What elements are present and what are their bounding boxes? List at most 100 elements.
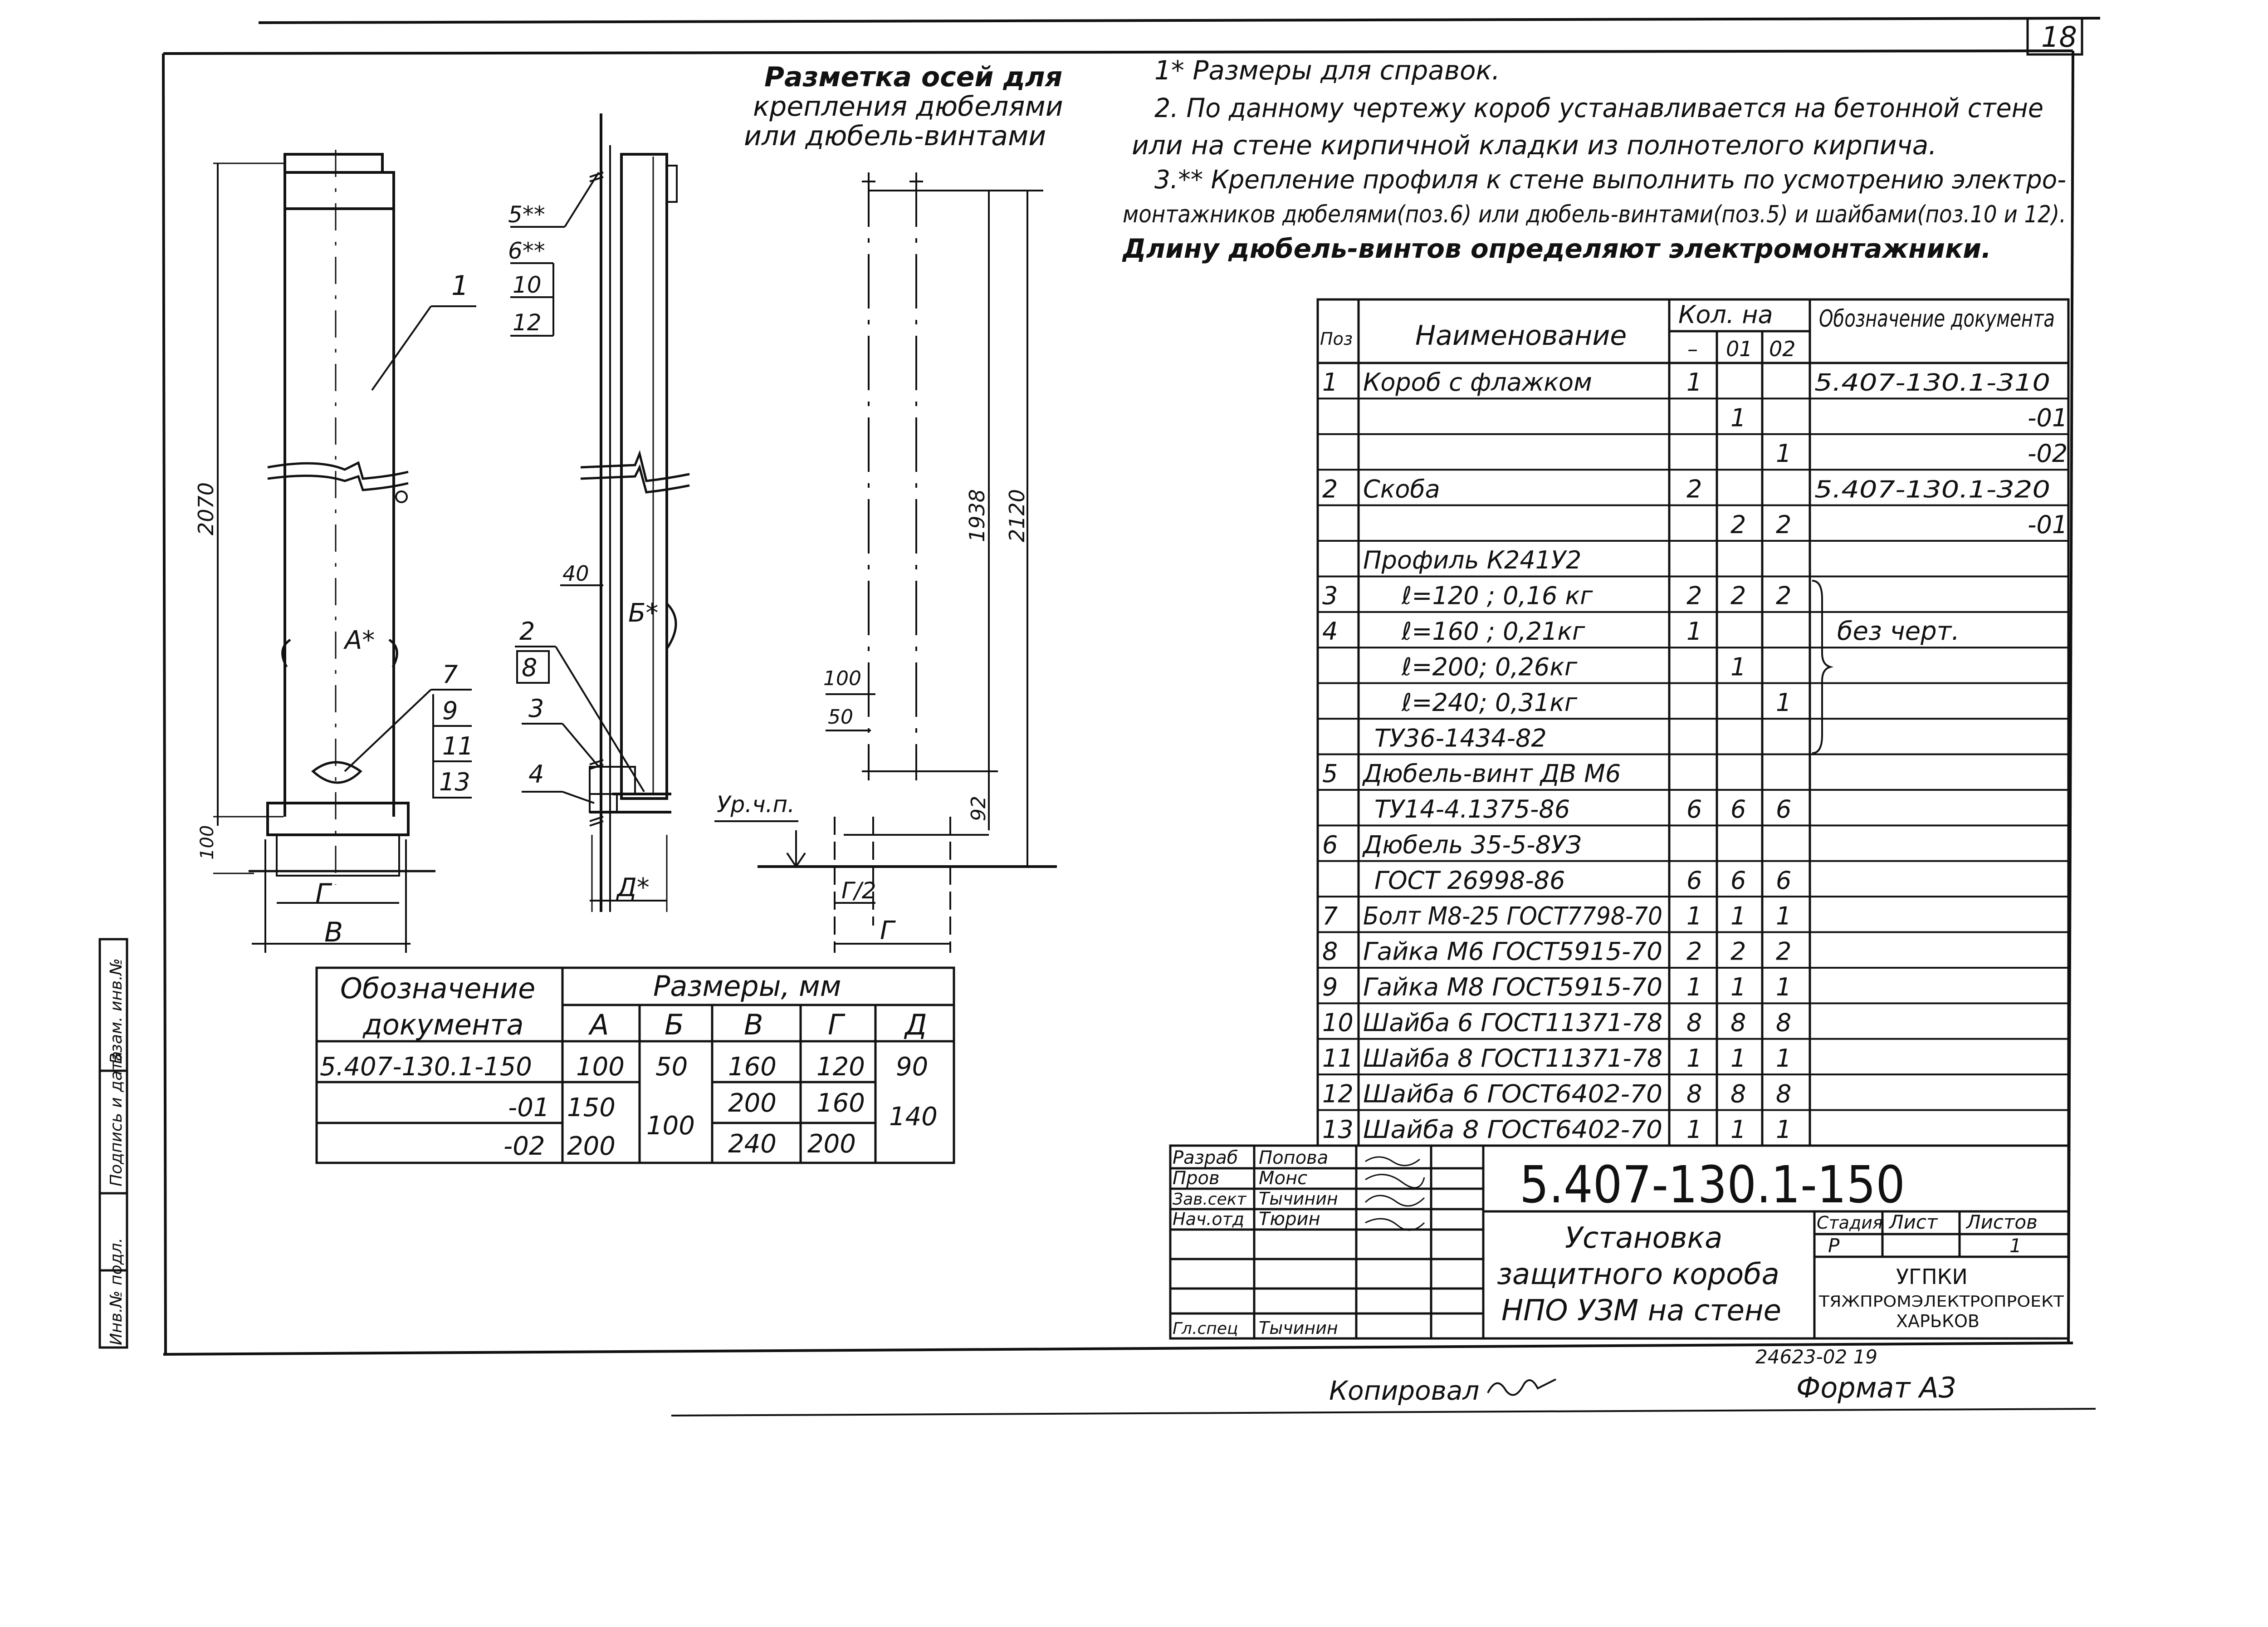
- tb-sheet-label: Лист: [1888, 1211, 1938, 1233]
- tb-sheets-total: 1: [2009, 1235, 2022, 1257]
- front-dim-g: Г: [315, 878, 332, 910]
- dim-row-1-g: 120: [816, 1052, 865, 1082]
- archive-code: 24623-02 19: [1755, 1346, 1877, 1368]
- note-2b: или на стене кирпичной кладки из полноте…: [1132, 130, 1937, 161]
- layout-dim-g-half: Г/2: [841, 877, 876, 904]
- spec-row-qty-01: 8: [1730, 1079, 1746, 1108]
- side-callout-5: [510, 172, 600, 337]
- dim-merged-b: 100: [646, 1111, 695, 1141]
- strip-sign-label: Подпись и дата: [107, 1051, 126, 1186]
- spec-row-doc: -01: [2028, 510, 2068, 539]
- spec-row-qty-02: 2: [1776, 937, 1791, 966]
- spec-row-qty: 6: [1686, 866, 1702, 895]
- axis-layout-title-2: крепления дюбелями: [753, 91, 1063, 123]
- spec-header-qty-1: 01: [1726, 337, 1753, 361]
- layout-dim-50: 50: [828, 706, 853, 729]
- spec-row-name: ℓ=160 ; 0,21кг: [1401, 617, 1585, 646]
- spec-row-doc: -02: [2028, 439, 2068, 468]
- spec-row-qty-02: 8: [1776, 1079, 1791, 1108]
- spec-row-qty-01: 2: [1730, 582, 1746, 610]
- spec-row-name: Гайка М8 ГОСТ5915-70: [1363, 973, 1662, 1001]
- tb-sheets-label: Листов: [1965, 1211, 2038, 1233]
- spec-row-pos: 3: [1322, 582, 1338, 610]
- spec-row-qty-01: 6: [1730, 866, 1746, 895]
- spec-row-qty: 1: [1686, 973, 1702, 1001]
- spec-row-name: Профиль К241У2: [1363, 546, 1581, 574]
- layout-dim-92: 92: [967, 796, 990, 821]
- tb-role-7: Гл.спец: [1173, 1319, 1238, 1338]
- front-dim-100: 100: [197, 825, 218, 860]
- spec-row-doc: 5.407-130.1-310: [1814, 369, 2050, 397]
- spec-row-qty-01: 1: [1730, 902, 1746, 930]
- spec-row-qty-02: 2: [1776, 582, 1791, 610]
- side-pos-3-leader-b: [562, 723, 600, 768]
- spec-row-pos: 13: [1322, 1115, 1354, 1144]
- tb-person-3: Тычинин: [1259, 1189, 1338, 1209]
- dim-row-1-v: 160: [728, 1052, 777, 1082]
- spec-row-qty: 1: [1686, 1115, 1702, 1144]
- spec-row-qty: 6: [1686, 795, 1702, 823]
- spec-row-pos: 5: [1322, 760, 1338, 788]
- dim-col-g: Г: [828, 1008, 846, 1041]
- spec-row-pos: 1: [1322, 368, 1338, 397]
- side-dim-40: 40: [562, 561, 589, 586]
- front-dim-2070: 2070: [194, 482, 218, 535]
- spec-row-name: ℓ=240; 0,31кг: [1401, 688, 1578, 717]
- side-callout-5-b: 6**: [508, 238, 545, 264]
- spec-row-qty: 8: [1686, 1009, 1702, 1037]
- tb-role-1: Разраб: [1173, 1147, 1238, 1168]
- layout-dim-2120: 2120: [1005, 489, 1029, 542]
- tb-title-line-1: Установка: [1565, 1221, 1722, 1255]
- spec-row-qty: 1: [1686, 617, 1702, 646]
- dim-row-2-doc: -01: [508, 1093, 549, 1122]
- tb-stage-label: Стадия: [1817, 1213, 1883, 1233]
- spec-row-name: Дюбель-винт ДВ М6: [1362, 760, 1621, 788]
- front-callout-7-d: 13: [439, 768, 470, 796]
- spec-row-qty-02: 2: [1776, 510, 1791, 539]
- spec-row-qty: 1: [1686, 368, 1702, 397]
- spec-brace: [1812, 580, 1834, 754]
- spec-row-qty-01: 2: [1730, 937, 1746, 966]
- spec-row-pos: 4: [1322, 617, 1338, 646]
- dim-col-v: В: [744, 1008, 763, 1041]
- tb-role-3: Зав.сект: [1173, 1190, 1246, 1209]
- spec-row-qty-02: 8: [1776, 1009, 1791, 1037]
- side-dim-d: Д*: [616, 873, 650, 902]
- note-3c: Длину дюбель-винтов определяют электромо…: [1122, 233, 1991, 264]
- spec-row-pos: 9: [1322, 973, 1338, 1001]
- side-callout-5-d: 12: [513, 309, 542, 336]
- spec-row-name: Скоба: [1363, 475, 1440, 503]
- side-callout-5-a: 5**: [508, 201, 545, 228]
- spec-row-name: Шайба 8 ГОСТ6402-70: [1363, 1115, 1662, 1144]
- spec-row-qty: 1: [1686, 902, 1702, 930]
- spec-row-qty-02: 1: [1776, 439, 1791, 468]
- dim-header-sizes: Размеры, мм: [653, 970, 841, 1003]
- spec-row-name: Гайка М6 ГОСТ5915-70: [1363, 937, 1662, 966]
- spec-row-pos: 10: [1322, 1009, 1354, 1037]
- left-side-strip: [98, 938, 128, 1349]
- spec-row-pos: 7: [1322, 902, 1338, 930]
- strip-replace-label: Взам. инв.№: [107, 958, 126, 1064]
- front-leader-1: [371, 305, 476, 391]
- tb-person-1: Попова: [1259, 1147, 1328, 1168]
- spec-row-doc: 5.407-130.1-320: [1814, 476, 2050, 503]
- front-callout-7-a: 7: [442, 660, 458, 689]
- spec-row-qty-02: 1: [1776, 973, 1791, 1001]
- spec-row-qty-01: 1: [1730, 404, 1746, 432]
- spec-row-qty-01: 1: [1730, 1115, 1746, 1144]
- spec-header-pos: Поз: [1320, 329, 1353, 349]
- dim-row-3-a: 200: [567, 1132, 616, 1161]
- tb-stage-value: Р: [1828, 1235, 1840, 1257]
- spec-row-qty: 2: [1686, 582, 1702, 610]
- spec-row-name: ТУ36-1434-82: [1374, 724, 1547, 752]
- spec-row-pos: 11: [1322, 1044, 1354, 1073]
- spec-row-name: ℓ=200; 0,26кг: [1401, 652, 1578, 681]
- note-2: 2. По данному чертежу короб устанавливае…: [1154, 93, 2043, 123]
- side-callout-2-a: 2: [519, 617, 535, 646]
- axis-layout-title-3: или дюбель-винтами: [744, 120, 1046, 152]
- spec-row-qty-02: 1: [1776, 688, 1791, 717]
- spec-header-qty: Кол. на: [1678, 300, 1773, 329]
- layout-dim-g: Г: [880, 916, 896, 946]
